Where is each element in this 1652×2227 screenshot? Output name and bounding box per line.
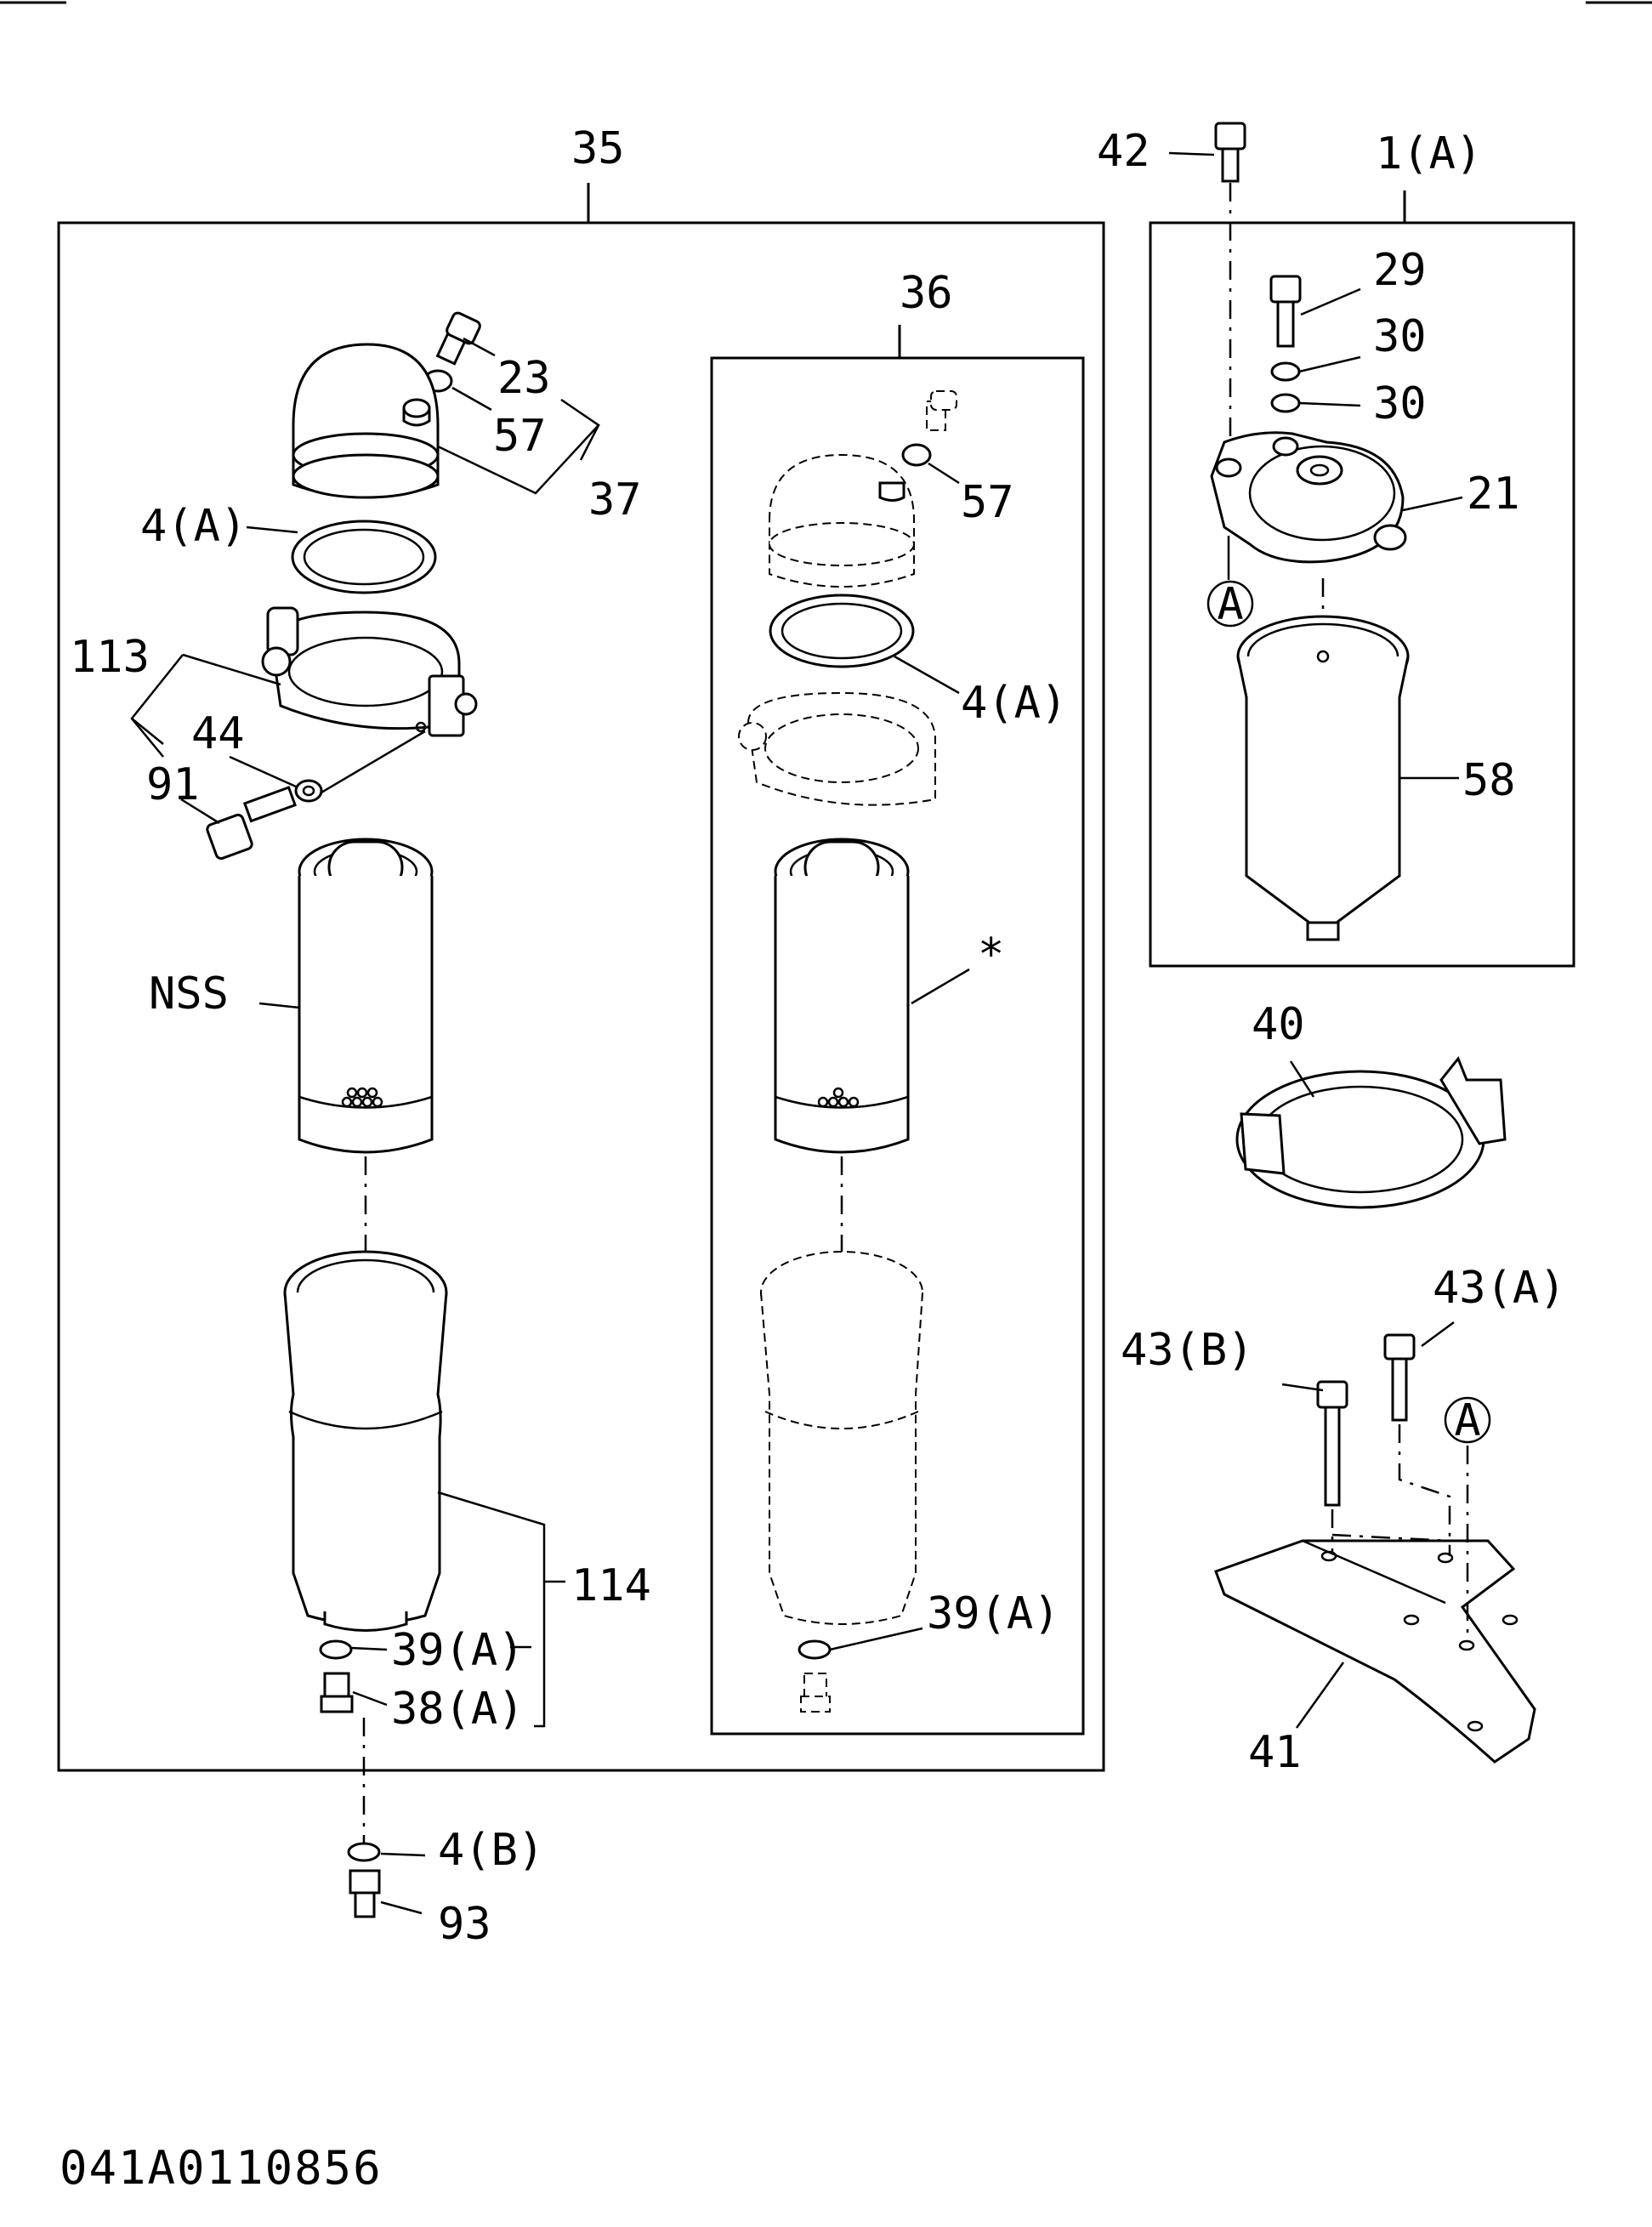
gasket-4b — [347, 1842, 381, 1862]
callout-42: 42 — [1097, 126, 1150, 177]
callout-4b: 4(B) — [438, 1825, 544, 1876]
callout-38a: 38(A) — [391, 1684, 525, 1735]
bracket-41 — [1214, 1539, 1536, 1764]
cover-37 — [292, 343, 440, 499]
callout-43b: 43(B) — [1121, 1325, 1254, 1376]
callout-43a: 43(A) — [1433, 1263, 1566, 1314]
drawing-code: 041A0110856 — [60, 2141, 383, 2195]
filter-bowl-58 — [1236, 615, 1410, 941]
bowl-36 — [760, 1251, 923, 1625]
washer-30b — [1270, 393, 1301, 413]
callout-1a: 1(A) — [1376, 128, 1482, 179]
callout-91: 91 — [146, 759, 200, 810]
filter-head-21 — [1210, 431, 1407, 564]
callout-4a-36: 4(A) — [961, 678, 1067, 729]
assembly-35-box: 35 — [57, 123, 1105, 1772]
leader-lines — [130, 151, 1463, 1915]
callout-58: 58 — [1462, 755, 1516, 806]
o-ring-57-36 — [901, 443, 932, 467]
callout-4a-left: 4(A) — [140, 501, 247, 552]
washer-44-hole — [302, 785, 315, 797]
callout-57-36: 57 — [961, 477, 1014, 528]
callout-30-upper: 30 — [1373, 311, 1427, 362]
callout-35: 35 — [571, 123, 625, 174]
plug-38a — [320, 1672, 354, 1713]
band-40 — [1235, 1056, 1507, 1209]
bolt-91 — [206, 786, 297, 861]
clamp-113 — [261, 606, 478, 737]
callout-star: * — [978, 929, 1004, 980]
bolt-42 — [1214, 122, 1246, 183]
marker-a-bracket: A — [1444, 1395, 1491, 1446]
callout-nss: NSS — [149, 969, 229, 1020]
element-dots — [341, 1087, 383, 1108]
callout-44: 44 — [191, 708, 245, 759]
callout-30-lower: 30 — [1373, 378, 1427, 429]
gasket-4a-36 — [769, 594, 915, 668]
bolt-36 — [926, 390, 957, 431]
drain-plug-93 — [349, 1869, 381, 1918]
filter-element-36 — [774, 838, 910, 1154]
marker-a-head: A — [1206, 536, 1254, 630]
bolt-29 — [1269, 275, 1302, 348]
callout-37: 37 — [588, 474, 642, 526]
callout-39a-36: 39(A) — [927, 1588, 1060, 1639]
callout-labels: 23 57 37 4(A) 113 44 91 NSS 114 39(A) 38… — [70, 126, 1566, 1950]
bolt-43a — [1383, 1333, 1416, 1422]
callout-57-left: 57 — [493, 411, 547, 462]
callout-23: 23 — [497, 353, 551, 404]
filter-element-nss — [298, 838, 434, 1154]
callout-40: 40 — [1252, 999, 1305, 1050]
assembly-36-box: 36 — [710, 268, 1085, 1736]
assembly-1a-box: 1(A) — [1149, 128, 1575, 968]
callout-29: 29 — [1373, 245, 1427, 296]
callout-39a-left: 39(A) — [391, 1625, 525, 1676]
callout-21: 21 — [1467, 469, 1520, 520]
axis-line-43a — [1398, 1424, 1451, 1556]
callout-a-bracket: A — [1454, 1395, 1480, 1446]
bolt-23 — [435, 311, 481, 366]
cover-36 — [769, 453, 915, 588]
callout-93: 93 — [438, 1899, 491, 1950]
callout-36: 36 — [900, 268, 953, 319]
bowl-114 — [283, 1250, 448, 1632]
callout-114: 114 — [571, 1560, 651, 1611]
gasket-4a-left — [291, 520, 437, 594]
o-ring-39a-left — [319, 1639, 353, 1660]
o-ring-39a-36 — [798, 1639, 832, 1660]
callout-41: 41 — [1248, 1727, 1302, 1778]
plug-36 — [800, 1673, 831, 1713]
bolt-43b — [1316, 1380, 1348, 1507]
clamp-36 — [738, 691, 936, 806]
callout-a-head: A — [1217, 579, 1243, 630]
washer-30a — [1270, 361, 1301, 382]
washer-44 — [294, 779, 323, 803]
callout-113: 113 — [70, 632, 150, 683]
